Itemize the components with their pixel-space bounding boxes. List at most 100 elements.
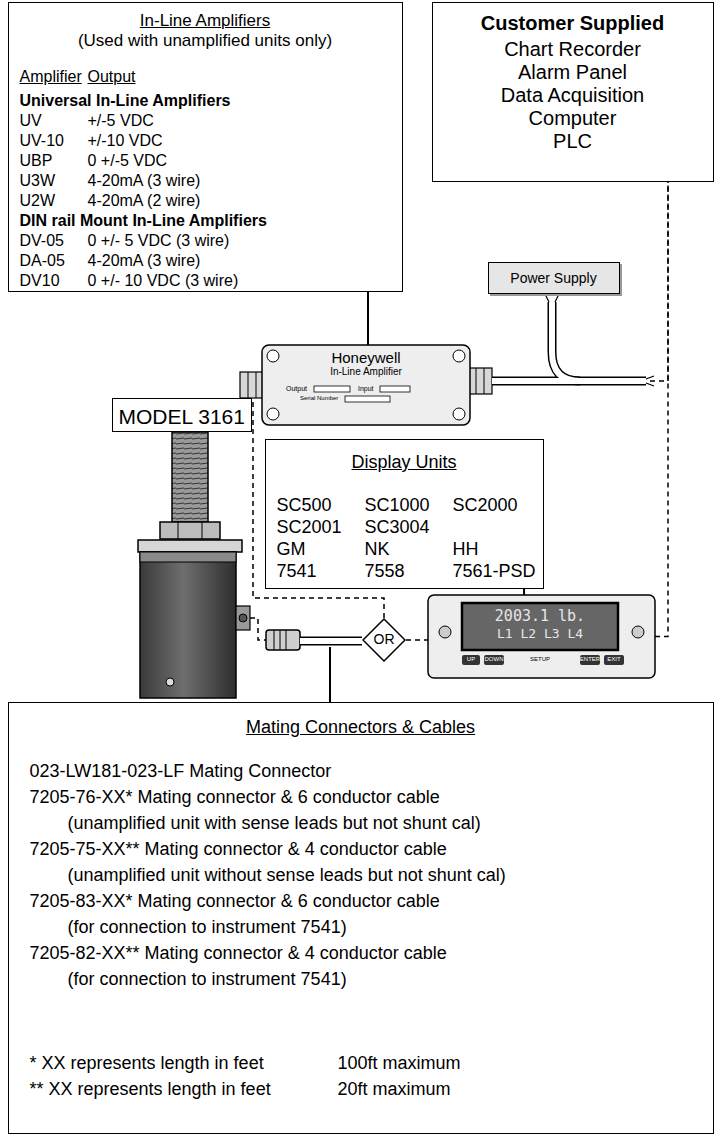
mating-connector-illustration <box>300 638 362 644</box>
node-text: SC500 <box>277 495 332 517</box>
node-text: DA-05 <box>20 251 65 270</box>
node-text: 0 +/-5 VDC <box>88 151 168 170</box>
node-text: 7541 <box>277 561 317 583</box>
node-text: Alarm Panel <box>518 60 627 84</box>
node-text: (unamplified unit with sense leads but n… <box>68 813 481 835</box>
node-text: UBP <box>20 151 53 170</box>
node-text: 7205-83-XX* Mating connector & 6 conduct… <box>30 891 440 913</box>
node-text: 7205-82-XX** Mating connector & 4 conduc… <box>30 943 447 965</box>
node-text: 0 +/- 10 VDC (3 wire) <box>88 271 239 290</box>
dashed-connector <box>470 182 668 381</box>
amplifier-illustration <box>262 345 470 425</box>
node-text: 4-20mA (3 wire) <box>88 171 201 190</box>
node-text: 7558 <box>365 561 405 583</box>
node-text: 7205-76-XX* Mating connector & 6 conduct… <box>30 787 440 809</box>
node-text: SC2000 <box>453 495 518 517</box>
node-text: UP <box>467 656 475 663</box>
node-text: MODEL 3161 <box>119 404 245 429</box>
node-text: 20ft maximum <box>338 1079 451 1101</box>
display-instrument-illustration <box>462 655 480 665</box>
node-text: SC3004 <box>365 517 430 539</box>
mating-connector-illustration <box>286 630 287 650</box>
amplifier-illustration <box>240 345 492 425</box>
node-text: +/-5 VDC <box>88 111 154 130</box>
diamond-outline <box>363 619 405 661</box>
inline-amplifier: HoneywellIn-Line AmplifierOutputInputSer… <box>262 345 470 425</box>
display-instrument-illustration <box>632 626 644 638</box>
node-text: In-Line Amplifiers <box>140 11 270 31</box>
node-text: EXIT <box>607 656 620 663</box>
node-text: U2W <box>20 191 56 210</box>
node-text: L1 L2 L3 L4 <box>497 626 583 642</box>
load-cell-illustration <box>202 522 203 539</box>
node-text: Data Acquisition <box>501 83 644 107</box>
display-instrument-illustration <box>580 655 600 665</box>
node-text: 7205-75-XX** Mating connector & 4 conduc… <box>30 839 447 861</box>
load-cell-illustration <box>138 432 250 698</box>
solid-connector <box>367 292 369 345</box>
display-instrument-illustration <box>604 655 624 665</box>
display-instrument-illustration <box>428 595 655 678</box>
node-text: GM <box>277 539 306 561</box>
node-text: In-Line Amplifier <box>330 366 402 378</box>
heading-text: DIN rail Mount In-Line Amplifiers <box>20 211 267 230</box>
amplifier-list-box: In-Line Amplifiers(Used with unamplified… <box>8 2 403 292</box>
amplifier-illustration <box>267 350 279 362</box>
load-cell-illustration <box>172 432 208 522</box>
mating-connector-illustration <box>266 630 300 650</box>
node-text: NK <box>365 539 390 561</box>
node-text: Serial Number <box>300 395 338 402</box>
cable-run <box>250 618 266 640</box>
solid-connector <box>523 589 525 595</box>
display-instrument-illustration <box>428 595 655 678</box>
node-text: Power Supply <box>510 270 596 287</box>
node-text: UV-10 <box>20 131 64 150</box>
power-cable <box>492 294 654 386</box>
node-text: Output <box>88 67 136 86</box>
display-instrument-illustration <box>439 626 451 638</box>
mating-connector-illustration <box>274 630 275 650</box>
mating-connector-illustration <box>266 630 362 650</box>
load-cell-illustration <box>166 678 174 686</box>
dashed-connector <box>406 639 428 641</box>
node-text: SETUP <box>530 656 550 663</box>
load-cell-illustration <box>236 606 250 630</box>
amplifier-illustration <box>256 372 257 398</box>
load-cell-illustration <box>160 522 220 539</box>
node-text: Mating Connectors & Cables <box>246 717 475 739</box>
amplifier-illustration <box>345 396 390 402</box>
node-text: Display Units <box>352 452 457 474</box>
display-instrument-illustration <box>462 603 618 650</box>
node-text: (for connection to instrument 7541) <box>68 969 347 991</box>
leader-line <box>329 647 331 702</box>
node-text: U3W <box>20 171 56 190</box>
amplifier-illustration <box>267 408 279 420</box>
model-label-box: MODEL 3161 <box>112 398 252 432</box>
node-text: Honeywell <box>331 349 400 367</box>
power-cable <box>492 378 646 384</box>
customer-equipment-box: Customer SuppliedChart RecorderAlarm Pan… <box>432 2 714 182</box>
node-text: DV-05 <box>20 231 64 250</box>
display-instrument-illustration <box>484 655 504 665</box>
mating-connector-illustration <box>280 630 281 650</box>
node-text: 4-20mA (3 wire) <box>88 251 201 270</box>
load-cell-illustration <box>138 540 242 552</box>
node-text: Chart Recorder <box>504 37 641 61</box>
node-text: ** XX represents length in feet <box>30 1079 271 1101</box>
amplifier-illustration <box>314 386 350 392</box>
display-units-box: Display UnitsSC500SC1000SC2000SC2001SC30… <box>265 439 544 589</box>
node-text: Output <box>286 385 307 393</box>
node-text: HH <box>453 539 479 561</box>
amplifier-illustration <box>476 368 477 394</box>
node-text: Amplifier <box>20 67 82 86</box>
amplifier-illustration <box>484 368 485 394</box>
power-cable <box>545 294 654 386</box>
power-supply-box: Power Supply <box>488 262 620 294</box>
amplifier-illustration <box>248 372 249 398</box>
node-text: 2003.1 lb. <box>495 607 585 625</box>
power-cable <box>552 302 580 381</box>
node-text: 100ft maximum <box>338 1053 461 1075</box>
node-text: ENTER <box>580 656 600 663</box>
